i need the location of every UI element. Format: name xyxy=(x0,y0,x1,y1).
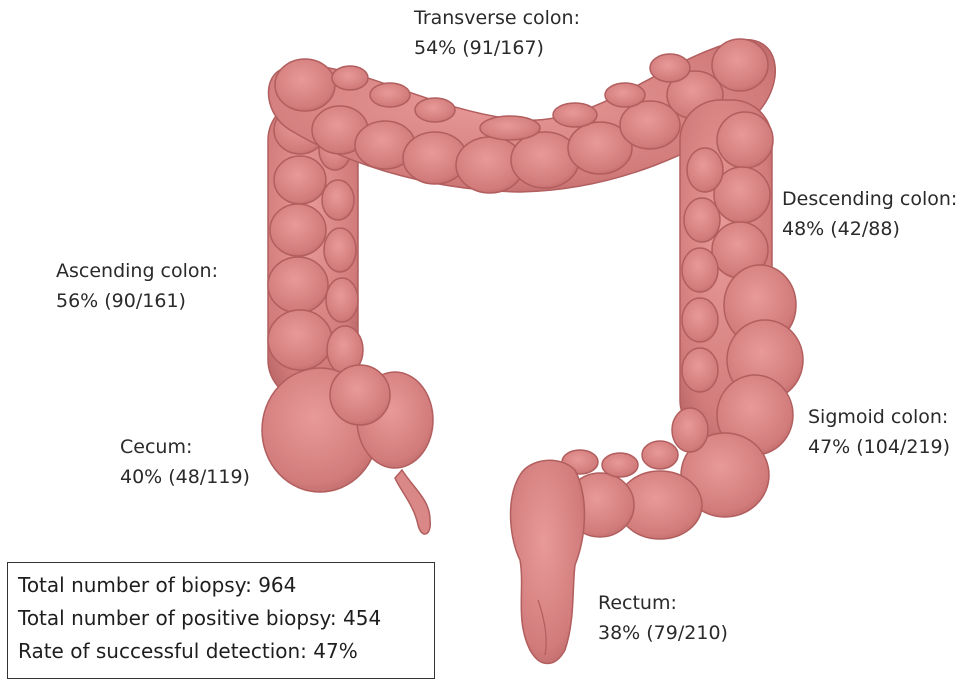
ascending-colon-shape xyxy=(267,99,364,401)
sigmoid-colon-label: Sigmoid colon: 47% (104/219) xyxy=(808,402,950,462)
cecum-name: Cecum: xyxy=(120,436,193,458)
total-biopsy-text: Total number of biopsy: 964 xyxy=(18,573,297,597)
transverse-colon-shape xyxy=(267,38,777,194)
rectum-stat: 38% (79/210) xyxy=(598,622,728,644)
transverse-colon-stat: 54% (91/167) xyxy=(414,37,544,59)
cecum-shape xyxy=(261,364,434,535)
ascending-colon-label: Ascending colon: 56% (90/161) xyxy=(56,256,218,316)
ascending-colon-stat: 56% (90/161) xyxy=(56,290,186,312)
rectum-label: Rectum: 38% (79/210) xyxy=(598,588,728,648)
cecum-stat: 40% (48/119) xyxy=(120,466,250,488)
descending-colon-name: Descending colon: xyxy=(782,188,958,210)
descending-colon-label: Descending colon: 48% (42/88) xyxy=(782,184,957,244)
descending-colon-stat: 48% (42/88) xyxy=(782,218,900,240)
cecum-label: Cecum: 40% (48/119) xyxy=(120,432,250,492)
rectum-name: Rectum: xyxy=(598,592,677,614)
detection-rate-text: Rate of successful detection: 47% xyxy=(18,639,358,663)
total-positive-biopsy-text: Total number of positive biopsy: 454 xyxy=(18,606,382,630)
transverse-colon-label: Transverse colon: 54% (91/167) xyxy=(414,3,580,63)
transverse-colon-name: Transverse colon: xyxy=(414,7,580,29)
sigmoid-colon-name: Sigmoid colon: xyxy=(808,406,949,428)
ascending-colon-name: Ascending colon: xyxy=(56,260,218,282)
sigmoid-colon-stat: 47% (104/219) xyxy=(808,436,951,458)
summary-box: Total number of biopsy: 964 Total number… xyxy=(7,562,435,679)
sigmoid-colon-shape xyxy=(561,264,804,540)
rectum-shape xyxy=(509,459,586,665)
